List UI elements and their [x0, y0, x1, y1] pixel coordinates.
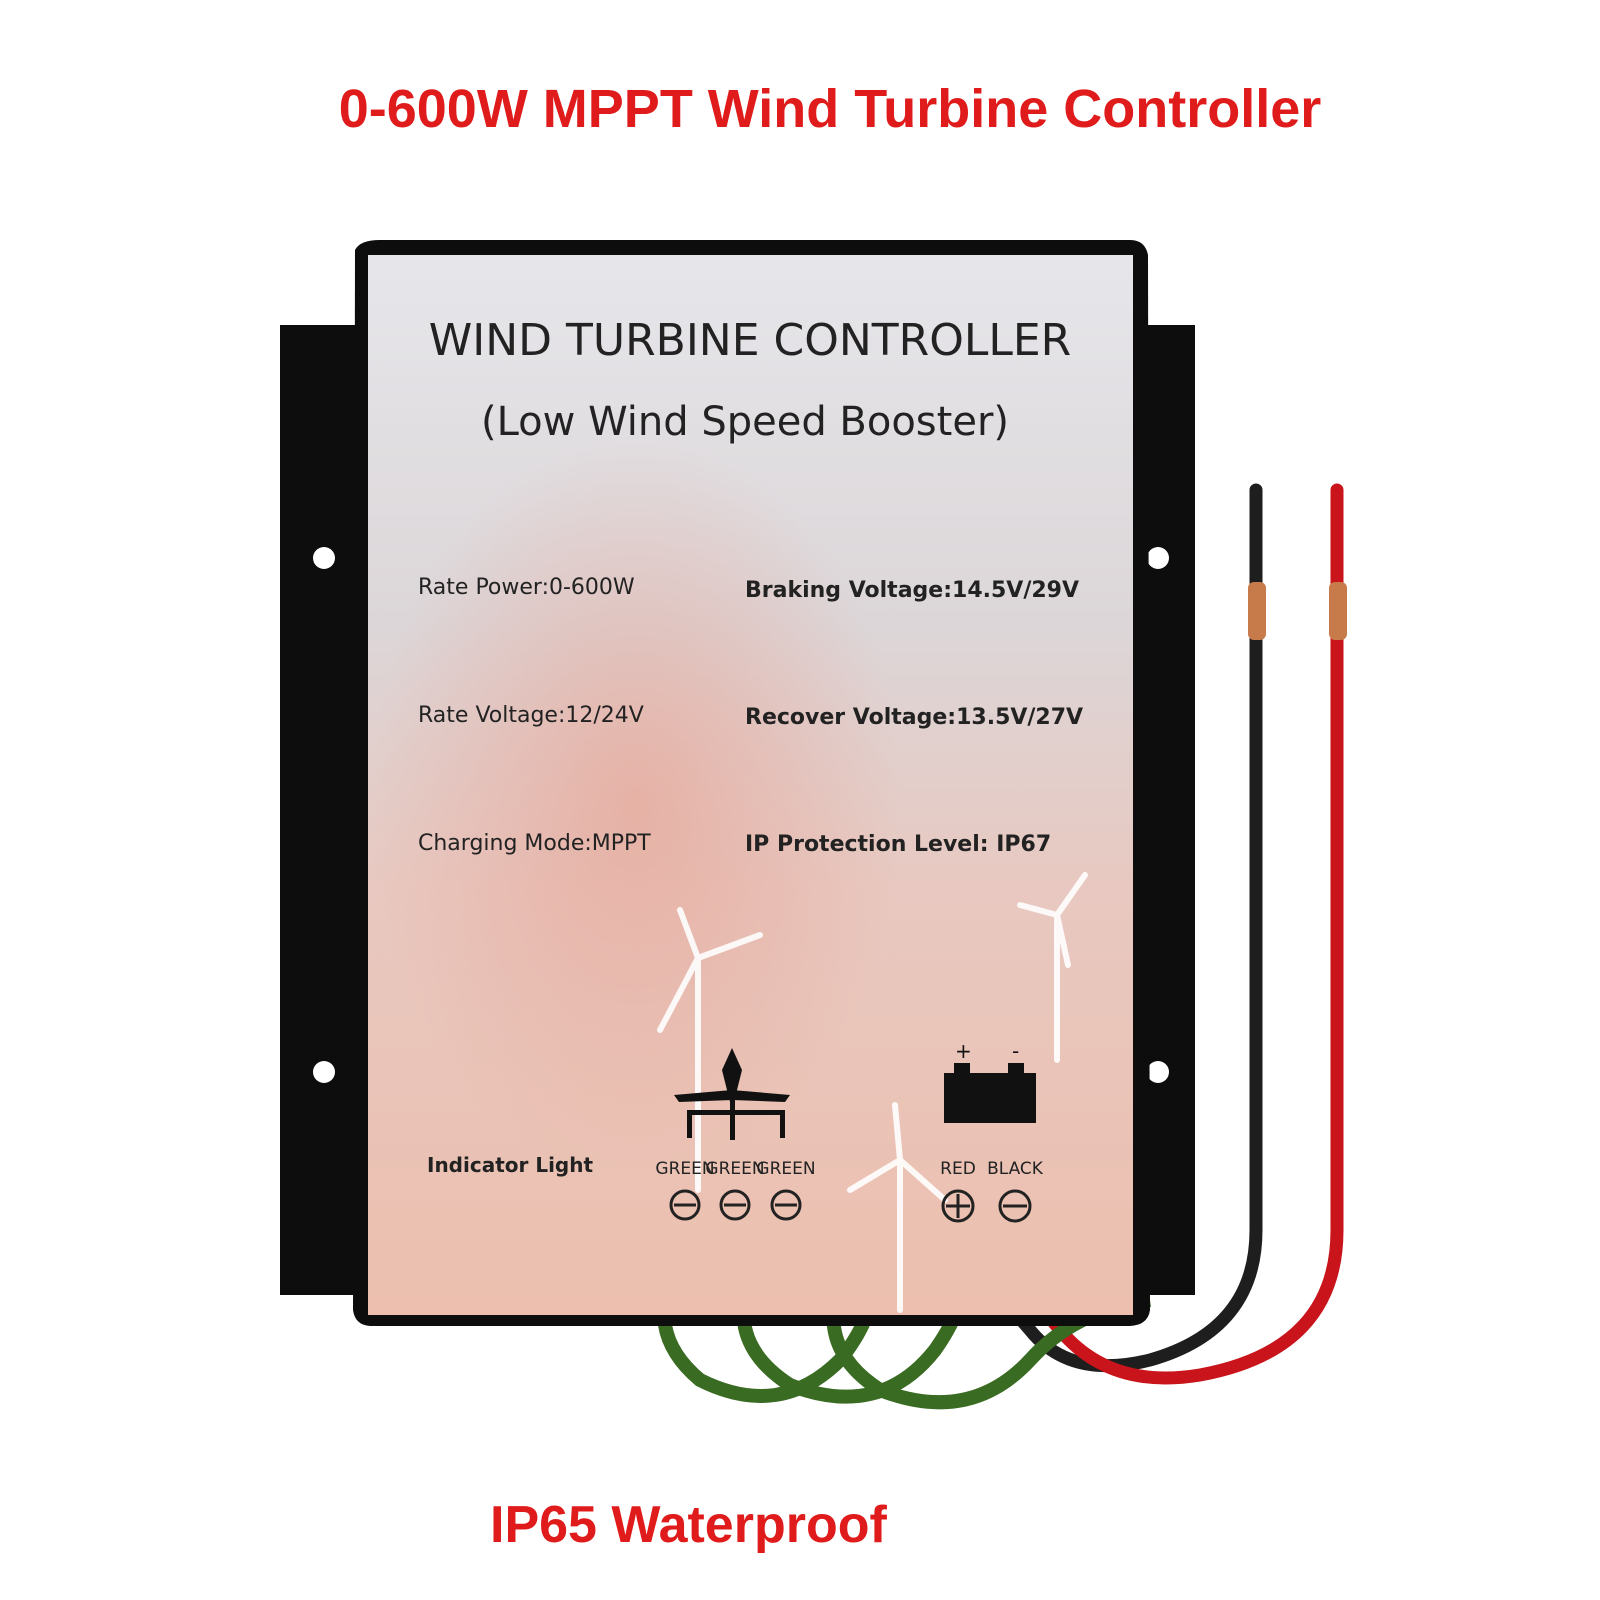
mount-hole [1147, 1061, 1169, 1083]
mount-hole [313, 1061, 335, 1083]
battery-minus-symbol: - [1012, 1039, 1019, 1063]
spec-rate-power: Rate Power:0-600W [418, 575, 635, 600]
terminal-minus-icon [770, 1189, 802, 1221]
input-label-green-1: GREEN [655, 1159, 714, 1179]
copper-terminal-black [1248, 582, 1266, 640]
terminal-plus-icon [941, 1189, 975, 1223]
spec-charging-mode: Charging Mode:MPPT [418, 831, 651, 856]
mount-hole [313, 547, 335, 569]
input-label-green-2: GREEN [705, 1159, 764, 1179]
copper-terminal-red [1329, 582, 1347, 640]
product-headline: 0-600W MPPT Wind Turbine Controller [338, 79, 1322, 139]
battery-icon: + - [944, 1039, 1036, 1123]
panel-subtitle: (Low Wind Speed Booster) [481, 399, 1009, 445]
spec-rate-voltage: Rate Voltage:12/24V [418, 703, 644, 728]
battery-label-black: BLACK [987, 1159, 1044, 1179]
battery-plus-symbol: + [955, 1039, 972, 1063]
input-label-green-3: GREEN [756, 1159, 815, 1179]
terminal-symbols [669, 1189, 1032, 1223]
wind-turbine-icon [674, 1048, 790, 1140]
terminal-minus-icon [719, 1189, 751, 1221]
terminal-minus-icon [998, 1189, 1032, 1223]
waterproof-caption: IP65 Waterproof [490, 1496, 887, 1554]
spec-braking-voltage: Braking Voltage:14.5V/29V [745, 578, 1079, 603]
mount-hole [1147, 547, 1169, 569]
panel-title: WIND TURBINE CONTROLLER [429, 315, 1072, 366]
controller-housing [353, 240, 1150, 1326]
spec-ip-level: IP Protection Level: IP67 [745, 832, 1051, 857]
spec-recover-voltage: Recover Voltage:13.5V/27V [745, 705, 1083, 730]
turbine-illustration [657, 872, 1088, 1313]
battery-label-red: RED [940, 1159, 976, 1179]
indicator-light-label: Indicator Light [427, 1153, 593, 1177]
terminal-minus-icon [669, 1189, 701, 1221]
